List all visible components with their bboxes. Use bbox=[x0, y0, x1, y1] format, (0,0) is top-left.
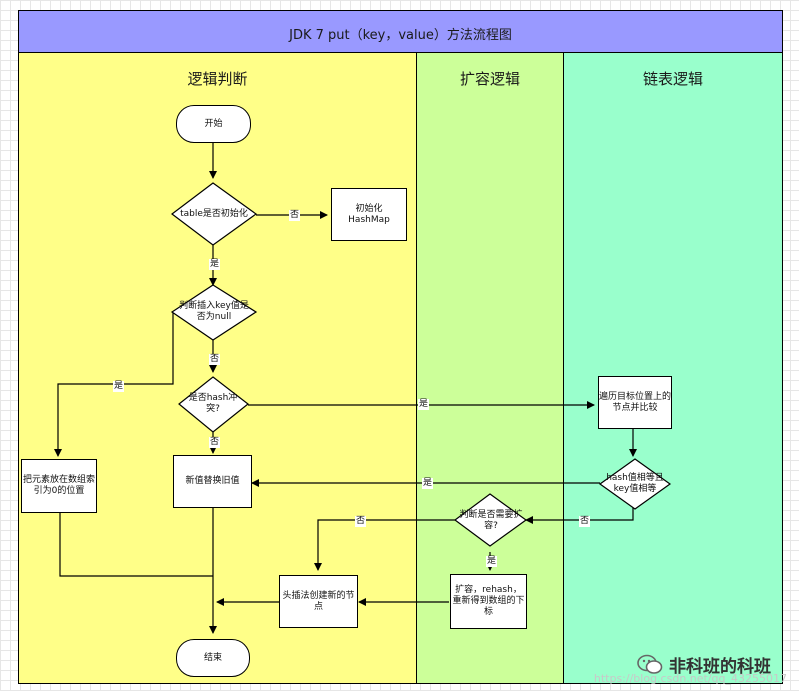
edge-compare-no bbox=[525, 507, 634, 524]
null-check-label: 判断插入key值是否为null bbox=[179, 301, 249, 322]
diamond-null-check bbox=[170, 284, 258, 341]
table-check-node: table是否初始化 bbox=[172, 196, 256, 232]
edge-label-no: 否 bbox=[289, 210, 301, 221]
null-check-node: 判断插入key值是否为null bbox=[175, 294, 253, 330]
start-node: 开始 bbox=[176, 105, 251, 143]
diamond-table-check bbox=[171, 182, 258, 246]
diagram-header: JDK 7 put（key，value）方法流程图 bbox=[18, 10, 783, 53]
watermark-url: https://blog.csdn.net/qq_43255017 bbox=[593, 672, 787, 685]
hash-key-eq-label: hash值相等且key值相等 bbox=[606, 473, 664, 494]
edge-label-yes: 是 bbox=[209, 259, 221, 270]
edge-need-expand-no bbox=[314, 519, 455, 571]
edge-label-no: 否 bbox=[209, 354, 221, 365]
wechat-icon bbox=[637, 654, 663, 674]
watermark-brand: 非科班的科班 bbox=[669, 657, 771, 677]
need-expand-node: 判断是否需要扩容? bbox=[459, 504, 523, 538]
end-node: 结束 bbox=[176, 639, 250, 677]
lane-title-logic: 逻辑判断 bbox=[187, 70, 248, 88]
hash-conflict-label: 是否hash冲突? bbox=[188, 393, 238, 414]
edge-put-zero-merge bbox=[59, 512, 213, 577]
replace-label: 新值替换旧值 bbox=[185, 476, 240, 486]
diamond-need-expand bbox=[453, 493, 528, 547]
lane-title-link: 链表逻辑 bbox=[642, 70, 703, 88]
end-label: 结束 bbox=[203, 652, 222, 663]
init-node: 初始化 HashMap bbox=[331, 188, 407, 241]
put-zero-label: 把元素放在数组索引为0的位置 bbox=[22, 475, 95, 496]
edge-label-no: 否 bbox=[355, 516, 367, 527]
table-check-label: table是否初始化 bbox=[180, 208, 248, 219]
edge-label-no: 否 bbox=[209, 437, 221, 448]
lane-linked-list: 链表逻辑 bbox=[563, 52, 783, 684]
edge-label-yes: 是 bbox=[113, 381, 125, 392]
watermark: 非科班的科班 bbox=[637, 652, 771, 677]
diamond-hash-key-eq bbox=[598, 458, 672, 510]
traverse-node: 遍历目标位置上的节点并比较 bbox=[598, 376, 672, 429]
diagram-title: JDK 7 put（key，value）方法流程图 bbox=[289, 28, 512, 43]
edge-label-yes: 是 bbox=[422, 478, 434, 489]
start-label: 开始 bbox=[204, 118, 223, 129]
head-insert-label: 头插法创建新的节点 bbox=[282, 590, 355, 612]
hash-key-eq-node: hash值相等且key值相等 bbox=[603, 466, 667, 502]
traverse-label: 遍历目标位置上的节点并比较 bbox=[599, 391, 672, 413]
init-label: 初始化 HashMap bbox=[348, 203, 390, 225]
head-insert-node: 头插法创建新的节点 bbox=[279, 575, 358, 628]
hash-conflict-node: 是否hash冲突? bbox=[182, 386, 244, 422]
edge-label-yes: 是 bbox=[486, 556, 498, 567]
put-zero-node: 把元素放在数组索引为0的位置 bbox=[21, 459, 97, 513]
edge-label-yes: 是 bbox=[418, 399, 430, 410]
need-expand-label: 判断是否需要扩容? bbox=[459, 510, 523, 531]
do-expand-node: 扩容，rehash，重新得到数组的下标 bbox=[450, 574, 527, 629]
replace-node: 新值替换旧值 bbox=[173, 455, 252, 508]
edge-label-no: 否 bbox=[579, 516, 591, 527]
do-expand-label: 扩容，rehash，重新得到数组的下标 bbox=[452, 585, 525, 617]
diamond-hash-conflict bbox=[178, 376, 249, 433]
lane-title-expand: 扩容逻辑 bbox=[459, 70, 520, 88]
